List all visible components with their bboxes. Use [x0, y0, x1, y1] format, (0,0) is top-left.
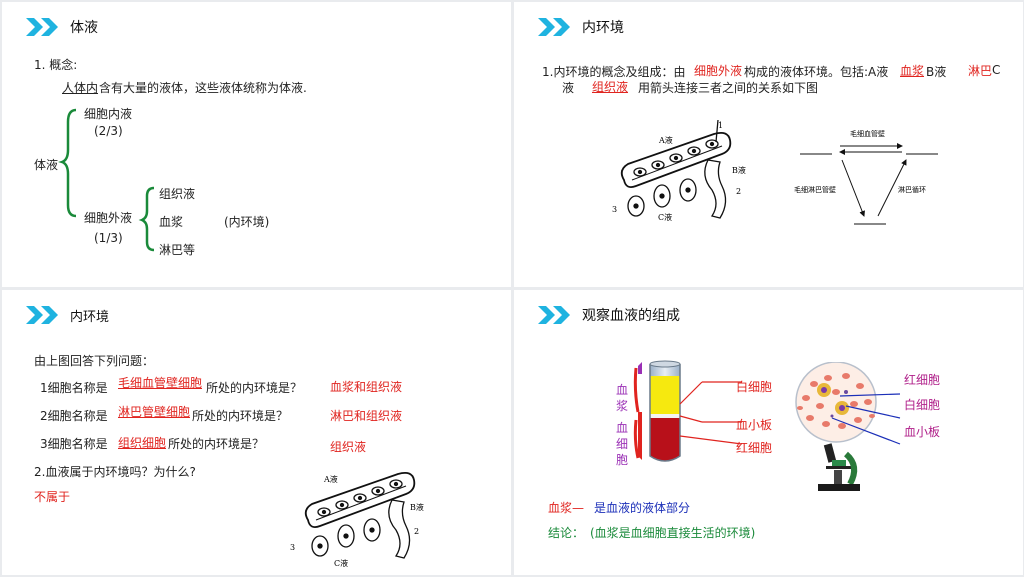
- plasma-layer: [650, 376, 680, 414]
- q2-fill: 淋巴管壁细胞: [118, 405, 191, 419]
- white-cell-layer: [650, 414, 680, 418]
- plasma: 血浆: [159, 215, 184, 229]
- label-platelet-right: 血小板: [904, 425, 941, 439]
- intracellular-fluid: 细胞内液: [84, 107, 133, 121]
- double-chevron-icon: [538, 18, 570, 36]
- cells-vertical-3: 胞: [616, 453, 629, 467]
- intracellular-ratio: (2/3): [94, 124, 123, 138]
- lymph: 淋巴等: [159, 243, 196, 257]
- main-brace: [58, 108, 77, 218]
- extracellular-fluid: 细胞外液: [84, 211, 133, 225]
- microscope-blood-smear: [795, 362, 901, 491]
- internal-environment-note: (内环境): [224, 215, 270, 229]
- q1-fill: 毛细血管壁细胞: [118, 376, 203, 390]
- tissue-fluid: 组织液: [159, 187, 196, 201]
- diagram-label-a: A液: [658, 135, 673, 145]
- cells-bracket: [638, 412, 642, 460]
- plasma-bracket: [638, 362, 642, 374]
- diagram-label-b: B液: [732, 165, 746, 175]
- slide-header: 观察血液的组成: [538, 304, 680, 326]
- plasma-label: 血浆—: [548, 501, 585, 515]
- q1-text-b: 所处的内环境是？: [206, 381, 303, 395]
- definition-line1-b: 构成的液体环境。包括:A液: [744, 65, 889, 79]
- q4-answer: 不属于: [34, 490, 71, 504]
- relation-top: 毛细血管壁: [850, 129, 885, 138]
- slide-header: 体液: [26, 16, 98, 38]
- diagram-label-c: C液: [658, 212, 672, 222]
- definition-line1-a: 1.内环境的概念及组成：由: [542, 65, 686, 79]
- diagram-num-2: 2: [736, 187, 741, 196]
- answer-tissue: 组织液: [592, 80, 629, 94]
- plasma-vertical-2: 浆: [616, 399, 629, 413]
- capillary-tissue-diagram: A液 B液 2 3 C液: [290, 471, 424, 568]
- definition-text: 含有大量的液体，这些液体统称为体液.: [99, 81, 307, 95]
- q1-text-a: 1细胞名称是: [40, 381, 108, 395]
- definition-underlined: 人体内: [62, 81, 99, 95]
- cells-vertical-2: 细: [616, 437, 629, 451]
- q2-answer: 淋巴和组织液: [330, 409, 403, 423]
- slide-title: 内环境: [582, 20, 624, 36]
- plasma-description: 是血液的液体部分: [594, 501, 691, 515]
- test-tube-figure: [633, 360, 742, 462]
- definition-line2-a: 液: [562, 81, 575, 95]
- double-chevron-icon: [26, 306, 58, 324]
- extracellular-ratio: (1/3): [94, 231, 123, 245]
- cells-vertical-1: 血: [616, 421, 629, 435]
- answer-lymph: 淋巴: [968, 64, 993, 78]
- body-fluid-root: 体液: [34, 158, 59, 172]
- slide-blood-composition: 观察血液的组成 血 浆 血 细 胞 白细胞 血小板 红细胞: [514, 290, 1023, 575]
- label-wbc-left: 白细胞: [736, 380, 773, 394]
- slide-body-fluid: 体液 1. 概念: 人体内 含有大量的液体，这些液体统称为体液. 体液 细胞内液…: [2, 2, 511, 287]
- red-cell-layer: [650, 418, 680, 461]
- relation-left: 毛细淋巴管壁: [794, 185, 836, 194]
- relation-right: 淋巴循环: [898, 185, 926, 194]
- diagram-label-a: A液: [323, 474, 338, 484]
- classification-braces: [58, 108, 155, 252]
- q1-answer: 血浆和组织液: [330, 380, 403, 394]
- diagram-num-3: 3: [612, 205, 617, 214]
- slide-questions: 内环境 由上图回答下列问题： 1细胞名称是 毛细血管壁细胞 所处的内环境是？ 血…: [2, 290, 511, 575]
- diagram-label-c: C液: [334, 558, 348, 568]
- label-wbc-right: 白细胞: [904, 398, 941, 412]
- q3-text-b: 所处的内环境是？: [168, 437, 265, 451]
- label-rbc-left: 红细胞: [736, 441, 773, 455]
- label-rbc-right: 红细胞: [904, 373, 941, 387]
- slide-title: 内环境: [70, 309, 110, 325]
- answer-plasma: 血浆: [900, 64, 925, 78]
- q3-text-a: 3细胞名称是: [40, 437, 108, 451]
- diagram-num-1: 1: [718, 121, 723, 130]
- diagram-label-b: B液: [410, 502, 424, 512]
- double-chevron-icon: [538, 306, 570, 324]
- q2-text-b: 所处的内环境是？: [192, 409, 289, 423]
- slide-internal-environment: 内环境 1.内环境的概念及组成：由 细胞外液 构成的液体环境。包括:A液 血浆 …: [514, 2, 1023, 287]
- questions-intro: 由上图回答下列问题：: [34, 354, 155, 368]
- answer-extracellular: 细胞外液: [694, 64, 743, 78]
- diagram-num-3: 3: [290, 543, 295, 552]
- q4-text: 2.血液属于内环境吗？为什么?: [34, 465, 196, 479]
- q3-answer: 组织液: [330, 440, 367, 454]
- slide-title: 体液: [70, 20, 98, 36]
- definition-line2-b: 用箭头连接三者之间的关系如下图: [638, 81, 819, 95]
- label-platelet-left: 血小板: [736, 418, 773, 432]
- letter-c: C: [992, 63, 1001, 77]
- slide-header: 内环境: [26, 304, 109, 326]
- capillary-tissue-diagram: A液 1 B液 2 3 C液: [612, 120, 746, 222]
- q2-text-a: 2细胞名称是: [40, 409, 108, 423]
- concept-label: 1. 概念:: [34, 58, 78, 72]
- conclusion-text: (血浆是血细胞直接生活的环境): [590, 526, 756, 540]
- definition-line1-c: B液: [926, 65, 947, 79]
- extracellular-brace: [138, 186, 155, 252]
- diagram-num-2: 2: [414, 527, 419, 536]
- conclusion-label: 结论：: [548, 526, 585, 540]
- double-chevron-icon: [26, 18, 58, 36]
- slide-header: 内环境: [538, 16, 624, 38]
- microscope-icon: [818, 443, 860, 491]
- plasma-vertical-1: 血: [616, 383, 629, 397]
- relationship-triangle: 毛细血管壁 毛细淋巴管壁 淋巴循环: [794, 129, 938, 225]
- slide-title: 观察血液的组成: [582, 308, 680, 324]
- q3-fill: 组织细胞: [118, 436, 167, 450]
